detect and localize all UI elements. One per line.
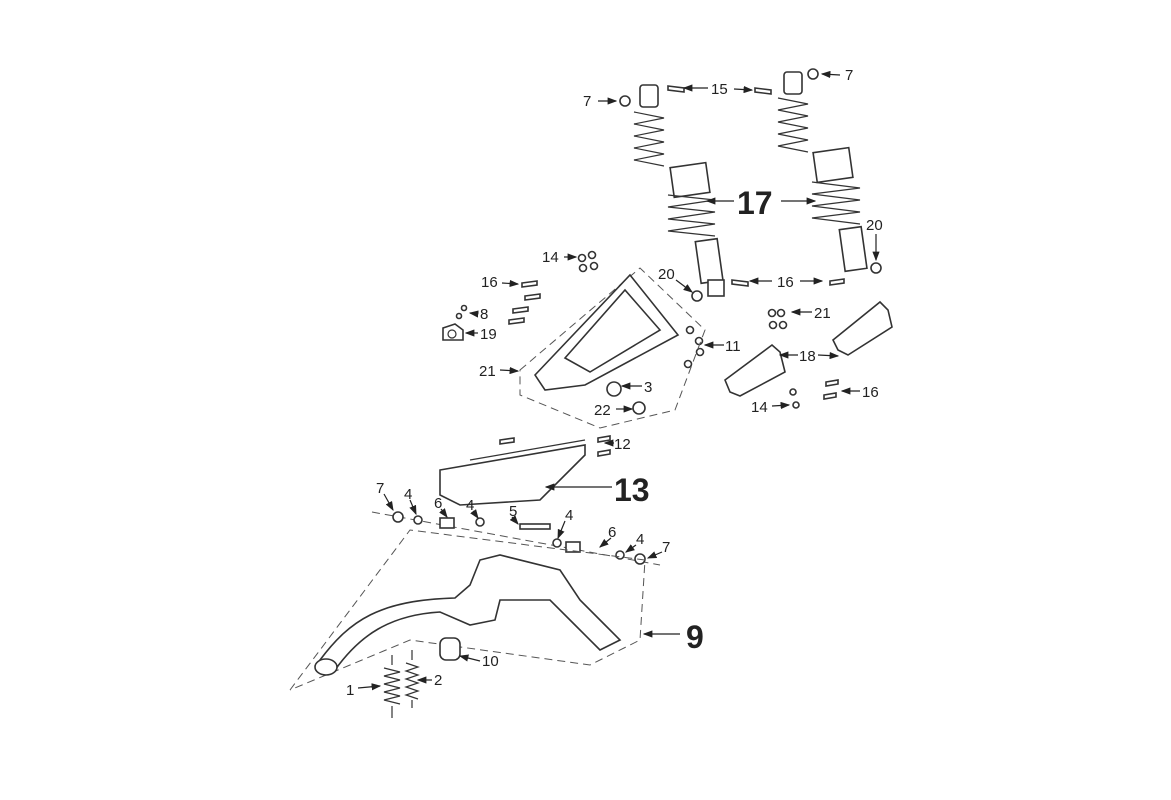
callout-9: 9 <box>686 619 704 655</box>
callout-6: 6 <box>434 495 442 512</box>
callout-2: 2 <box>434 672 442 689</box>
callout-7: 7 <box>583 93 591 110</box>
callout-16: 16 <box>862 384 879 401</box>
callout-20: 20 <box>658 266 675 283</box>
bracket-plates <box>724 300 893 397</box>
callout-7: 7 <box>662 539 670 556</box>
callout-20: 20 <box>866 217 883 234</box>
callout-12: 12 <box>614 436 631 453</box>
center-stand <box>289 529 646 691</box>
callout-14: 14 <box>751 399 768 416</box>
callout-17: 17 <box>737 185 773 221</box>
callout-7: 7 <box>845 67 853 84</box>
callout-4: 4 <box>565 507 573 524</box>
springs <box>383 650 420 718</box>
callout-8: 8 <box>480 306 488 323</box>
callout-13: 13 <box>614 472 650 508</box>
callout-10: 10 <box>482 653 499 670</box>
callout-16: 16 <box>481 274 498 291</box>
pivot-axle <box>371 511 661 566</box>
callout-15: 15 <box>711 81 728 98</box>
callout-4: 4 <box>466 497 474 514</box>
callout-4: 4 <box>404 486 412 503</box>
callout-4: 4 <box>636 531 644 548</box>
callout-16: 16 <box>777 274 794 291</box>
callout-7: 7 <box>376 480 384 497</box>
callout-18: 18 <box>799 348 816 365</box>
shock-absorber-right <box>777 71 868 273</box>
callout-14: 14 <box>542 249 559 266</box>
callout-21: 21 <box>479 363 496 380</box>
callout-11: 11 <box>725 338 741 355</box>
hardware <box>442 68 882 457</box>
callout-3: 3 <box>644 379 652 396</box>
center-stand-bracket <box>439 439 586 506</box>
swing-arm-frame <box>519 267 706 429</box>
callout-21: 21 <box>814 305 831 322</box>
callout-6: 6 <box>608 524 616 541</box>
callout-1: 1 <box>346 682 354 699</box>
callout-22: 22 <box>594 402 611 419</box>
callout-5: 5 <box>509 503 517 520</box>
leader-arrows <box>357 70 880 691</box>
callout-19: 19 <box>480 326 497 343</box>
shock-absorber-left <box>633 84 725 297</box>
callout-labels: 7 15 7 17 20 14 16 20 16 8 19 21 21 11 1… <box>346 67 883 699</box>
